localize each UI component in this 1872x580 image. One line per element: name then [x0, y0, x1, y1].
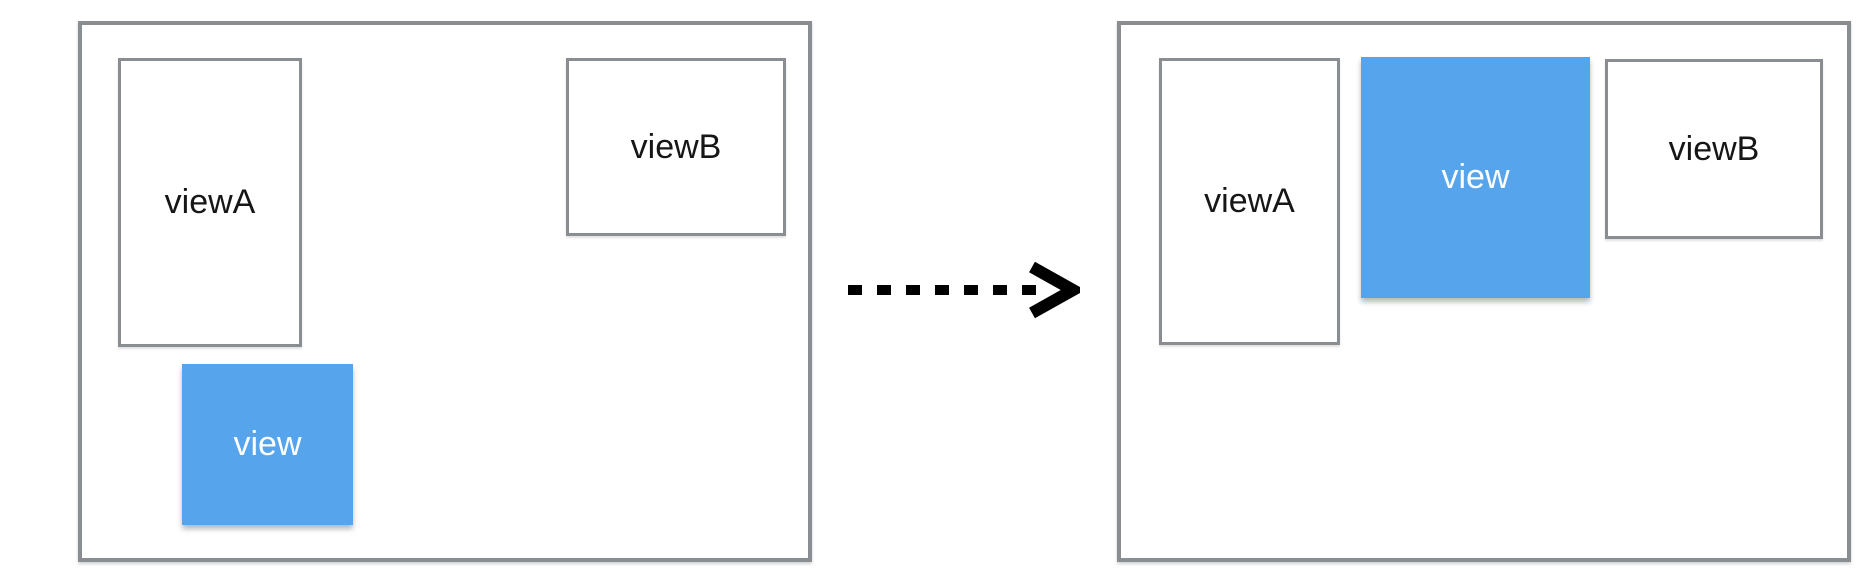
before-viewB-label: viewB [630, 127, 722, 166]
before-container: viewA viewB view [78, 21, 812, 562]
before-viewA-box: viewA [118, 58, 302, 347]
after-view-label: view [1441, 158, 1510, 196]
after-container: viewA view viewB [1117, 21, 1851, 562]
after-viewA-label: viewA [1204, 182, 1295, 220]
before-view-label: view [233, 425, 302, 463]
before-view-box: view [182, 364, 353, 525]
after-viewB-box: viewB [1605, 59, 1823, 239]
dashed-right-arrow-icon [848, 261, 1086, 319]
before-viewA-label: viewA [164, 183, 256, 221]
after-viewB-label: viewB [1668, 129, 1760, 168]
transition-arrow [845, 258, 1086, 322]
before-viewB-box: viewB [566, 58, 786, 236]
after-viewA-box: viewA [1159, 58, 1340, 345]
after-view-box: view [1361, 57, 1590, 298]
